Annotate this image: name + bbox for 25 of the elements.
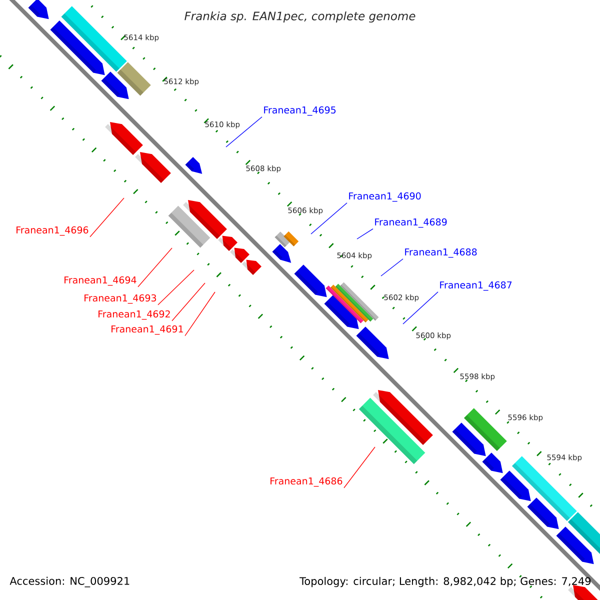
gene-label: Franean1_4696 [16, 226, 88, 236]
gene-label: Franean1_4686 [270, 477, 342, 487]
leader-line [184, 292, 216, 336]
leader-line [138, 248, 172, 288]
leader-line [402, 292, 438, 324]
gene-label: Franean1_4690 [349, 192, 421, 202]
leader-line [158, 270, 194, 306]
leader-line [344, 446, 376, 488]
leader-line [380, 258, 404, 276]
gene-label: Franean1_4695 [264, 106, 336, 116]
gene-label: Franean1_4689 [375, 218, 447, 228]
gene-label: Franean1_4691 [112, 325, 183, 335]
gene-label: Franean1_4687 [440, 281, 512, 291]
gene-label: Franean1_4694 [64, 276, 136, 286]
leader-line [226, 116, 262, 148]
leader-line [356, 228, 374, 240]
accession-text: Accession: NC_009921 [10, 576, 130, 588]
genome-info-text: Topology: circular; Length: 8,982,042 bp; Genes: 7,249 [300, 576, 591, 588]
gene-label: Franean1_4693 [84, 294, 156, 304]
leader-line [90, 198, 124, 238]
gene-label: Franean1_4692 [98, 310, 170, 320]
gene-label: Franean1_4688 [405, 248, 477, 258]
leader-line [310, 202, 348, 234]
leader-line [172, 282, 206, 322]
title: Frankia sp. EAN1pec, complete genome [184, 11, 416, 23]
